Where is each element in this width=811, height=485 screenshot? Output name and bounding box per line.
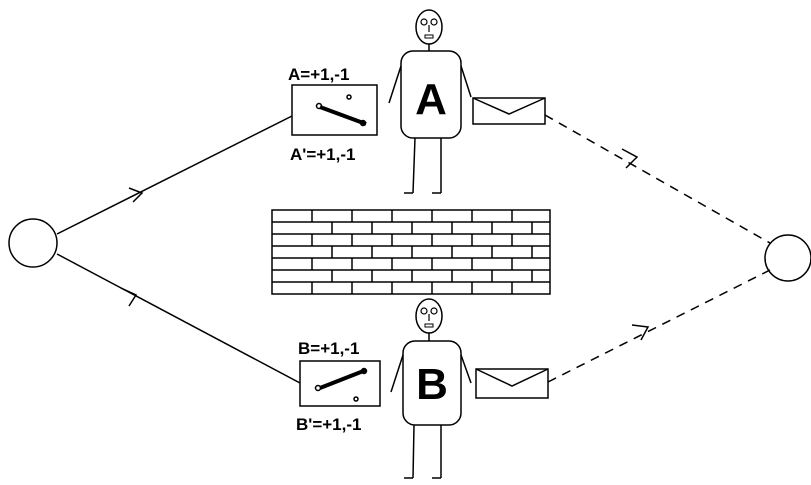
setting-b-top: B=+1,-1 <box>298 339 359 358</box>
arrow-dashed-b <box>631 324 650 341</box>
dashed-path-a <box>544 114 771 244</box>
arrow-path-b <box>120 287 138 307</box>
switch-icon <box>314 367 368 402</box>
observer-a: A=+1,-1 A'=+1,-1 A <box>288 9 546 194</box>
person-a: A <box>388 9 472 194</box>
envelope-icon <box>475 368 549 399</box>
path-to-a <box>56 115 293 235</box>
observer-b-letter: B <box>416 360 448 409</box>
person-b: B <box>390 298 472 479</box>
setting-a-bottom: A'=+1,-1 <box>290 145 355 164</box>
envelope-icon <box>472 97 546 125</box>
source-circle <box>8 218 58 268</box>
setting-box-b <box>299 360 381 407</box>
brick-wall-icon <box>271 209 551 295</box>
observer-a-letter: A <box>415 75 447 124</box>
torso <box>402 340 462 426</box>
setting-box-a <box>291 84 378 136</box>
detector-circle <box>764 234 811 282</box>
torso <box>400 50 462 139</box>
observer-b: B=+1,-1 B'=+1,-1 B <box>296 298 549 479</box>
setting-a-top: A=+1,-1 <box>288 65 349 84</box>
arrow-path-a <box>128 187 144 203</box>
switch-icon <box>315 94 367 127</box>
path-to-b <box>56 253 301 384</box>
dashed-path-b <box>547 269 771 383</box>
setting-b-bottom: B'=+1,-1 <box>296 415 361 434</box>
arrow-dashed-a <box>621 148 639 169</box>
